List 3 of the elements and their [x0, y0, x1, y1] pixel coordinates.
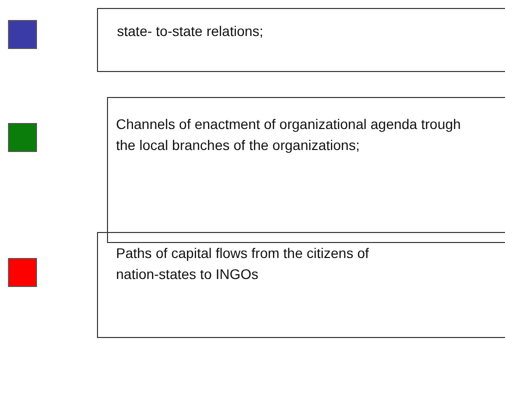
legend-label: Paths of capital flows from the citizens of nation-states to INGOs — [97, 232, 505, 338]
legend-label: Channels of enactment of organizational agenda trough the local branches of the organizations; — [107, 97, 505, 243]
legend-label: state- to-state relations; — [97, 8, 505, 72]
